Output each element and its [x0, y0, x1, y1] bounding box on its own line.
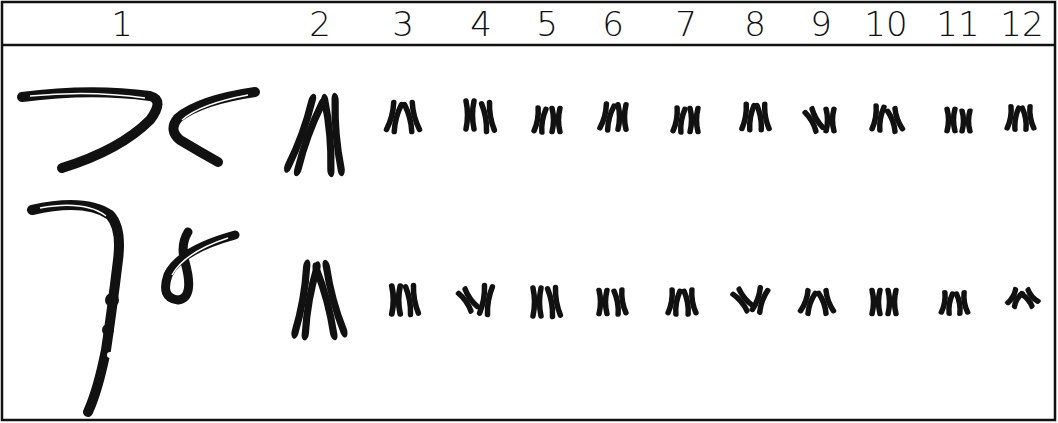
chromosome-1-bottom [32, 205, 235, 412]
chromosome-number: 5 [536, 7, 558, 41]
chromosome-number: 6 [602, 7, 624, 41]
chromosomes-3-12 [387, 101, 1039, 316]
chromosome-number: 7 [675, 7, 697, 41]
chromosome-number: 4 [470, 7, 492, 41]
chromosome-number: 3 [392, 7, 414, 41]
chromosome-number: 2 [309, 7, 331, 41]
chromosome-2 [288, 100, 344, 334]
chromosome-number: 10 [864, 7, 907, 41]
chromosome-number: 11 [936, 7, 979, 41]
header-rule [2, 44, 1055, 47]
chromosome-number: 1 [111, 7, 133, 41]
chromosome-number: 12 [1000, 7, 1043, 41]
chromosome-1-top [22, 92, 255, 168]
chromosome-number: 8 [744, 7, 766, 41]
chromosome-number: 9 [810, 7, 832, 41]
